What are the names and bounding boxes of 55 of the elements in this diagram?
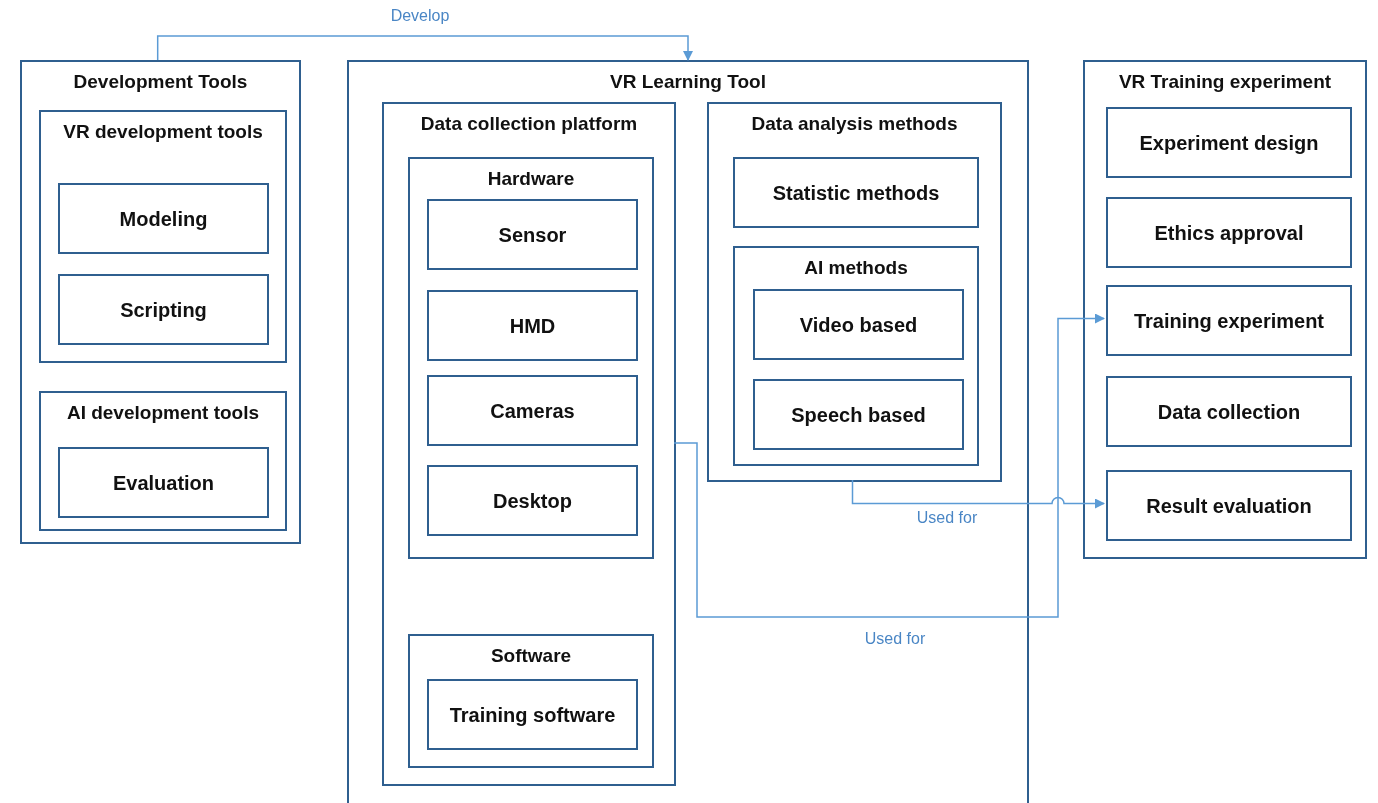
box-label: Sensor <box>497 222 568 248</box>
process-box <box>427 199 638 270</box>
box-label: Ethics approval <box>1153 220 1305 246</box>
process-box <box>58 183 269 254</box>
connector-arrow <box>673 313 1105 618</box>
group-title: VR development tools <box>62 120 264 144</box>
box-label: Training software <box>448 702 617 728</box>
process-box <box>427 465 638 536</box>
group-box <box>1083 60 1367 559</box>
group-box <box>347 60 1029 803</box>
group-title: AI methods <box>803 256 909 280</box>
process-box <box>753 289 964 360</box>
process-box <box>427 679 638 750</box>
box-label: Desktop <box>492 488 573 514</box>
connector-arrow <box>851 479 1105 509</box>
box-label: Training experiment <box>1132 308 1326 334</box>
process-box <box>733 157 979 228</box>
group-title: Hardware <box>486 167 576 191</box>
box-label: Speech based <box>790 402 927 428</box>
group-title: Data collection platform <box>419 112 639 136</box>
box-label: Cameras <box>489 398 576 424</box>
box-label: Video based <box>798 312 919 338</box>
process-box <box>427 375 638 446</box>
group-title: Software <box>489 644 573 668</box>
box-label: Result evaluation <box>1145 493 1313 519</box>
group-title: AI development tools <box>65 401 261 425</box>
connector-arrow <box>156 35 693 61</box>
group-title: Development Tools <box>72 70 249 94</box>
group-title: VR Training experiment <box>1117 70 1333 94</box>
group-box <box>733 246 979 466</box>
box-label: Experiment design <box>1138 130 1320 156</box>
process-box <box>1106 285 1352 356</box>
process-box <box>1106 197 1352 268</box>
box-label: Scripting <box>119 297 208 323</box>
box-label: Evaluation <box>111 470 216 496</box>
group-box <box>707 102 1002 482</box>
process-box <box>1106 107 1352 178</box>
group-box <box>39 391 287 531</box>
group-box <box>382 102 676 786</box>
box-label: Statistic methods <box>771 180 941 206</box>
process-box <box>58 447 269 518</box>
process-box <box>1106 376 1352 447</box>
group-box <box>39 110 287 363</box>
process-box <box>1106 470 1352 541</box>
process-box <box>58 274 269 345</box>
group-title: Data analysis methods <box>750 112 959 136</box>
box-label: Modeling <box>118 206 209 232</box>
group-box <box>408 634 654 768</box>
group-box <box>408 157 654 559</box>
group-title: VR Learning Tool <box>609 70 767 94</box>
group-box <box>20 60 301 544</box>
process-box <box>427 290 638 361</box>
box-label: Data collection <box>1156 399 1302 425</box>
box-label: HMD <box>508 313 557 339</box>
process-box <box>753 379 964 450</box>
